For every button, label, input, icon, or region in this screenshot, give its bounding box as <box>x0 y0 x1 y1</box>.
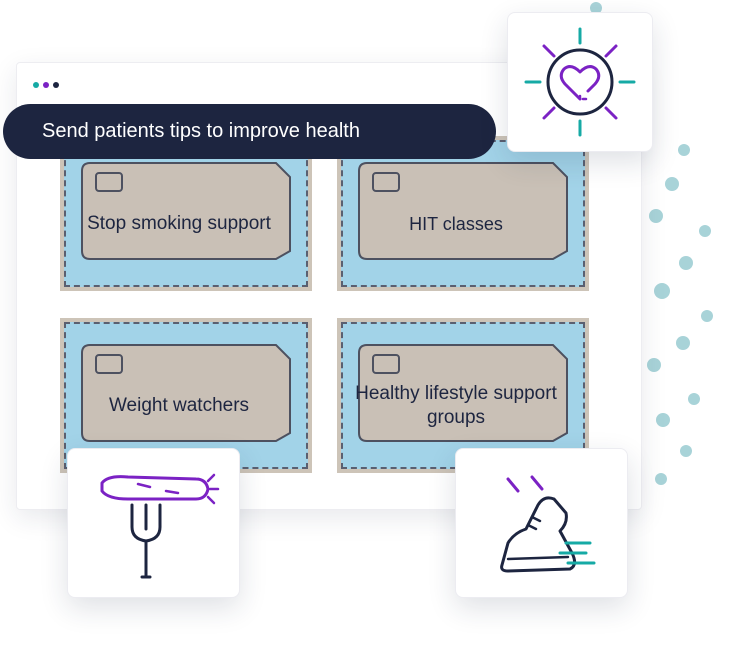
tip-card-hit-classes[interactable]: HIT classes <box>337 136 589 291</box>
tip-card-label: Weight watchers <box>108 395 250 416</box>
tip-card-stop-smoking[interactable]: Stop smoking support <box>60 136 312 291</box>
folder-icon <box>358 162 568 260</box>
tip-card-label: Healthy lifestyle support groups <box>355 383 557 428</box>
heart-sun-icon <box>524 27 636 137</box>
folder-icon <box>81 162 291 260</box>
window-controls <box>33 82 59 88</box>
headline-banner: Send patients tips to improve health <box>3 104 496 159</box>
window-dot <box>33 82 39 88</box>
window-dot <box>53 82 59 88</box>
nutrition-card <box>67 448 240 598</box>
carrot-fork-icon <box>100 473 220 579</box>
tip-card-label: Stop smoking support <box>87 213 271 234</box>
tip-card-healthy-lifestyle[interactable]: Healthy lifestyle support groups <box>337 318 589 473</box>
folder-icon <box>358 344 568 442</box>
exercise-card <box>455 448 628 598</box>
window-dot <box>43 82 49 88</box>
running-shoe-icon <box>500 475 596 573</box>
tip-card-weight-watchers[interactable]: Weight watchers <box>60 318 312 473</box>
heart-card <box>507 12 653 152</box>
tip-card-label: HIT classes <box>409 214 503 234</box>
folder-icon <box>81 344 291 442</box>
